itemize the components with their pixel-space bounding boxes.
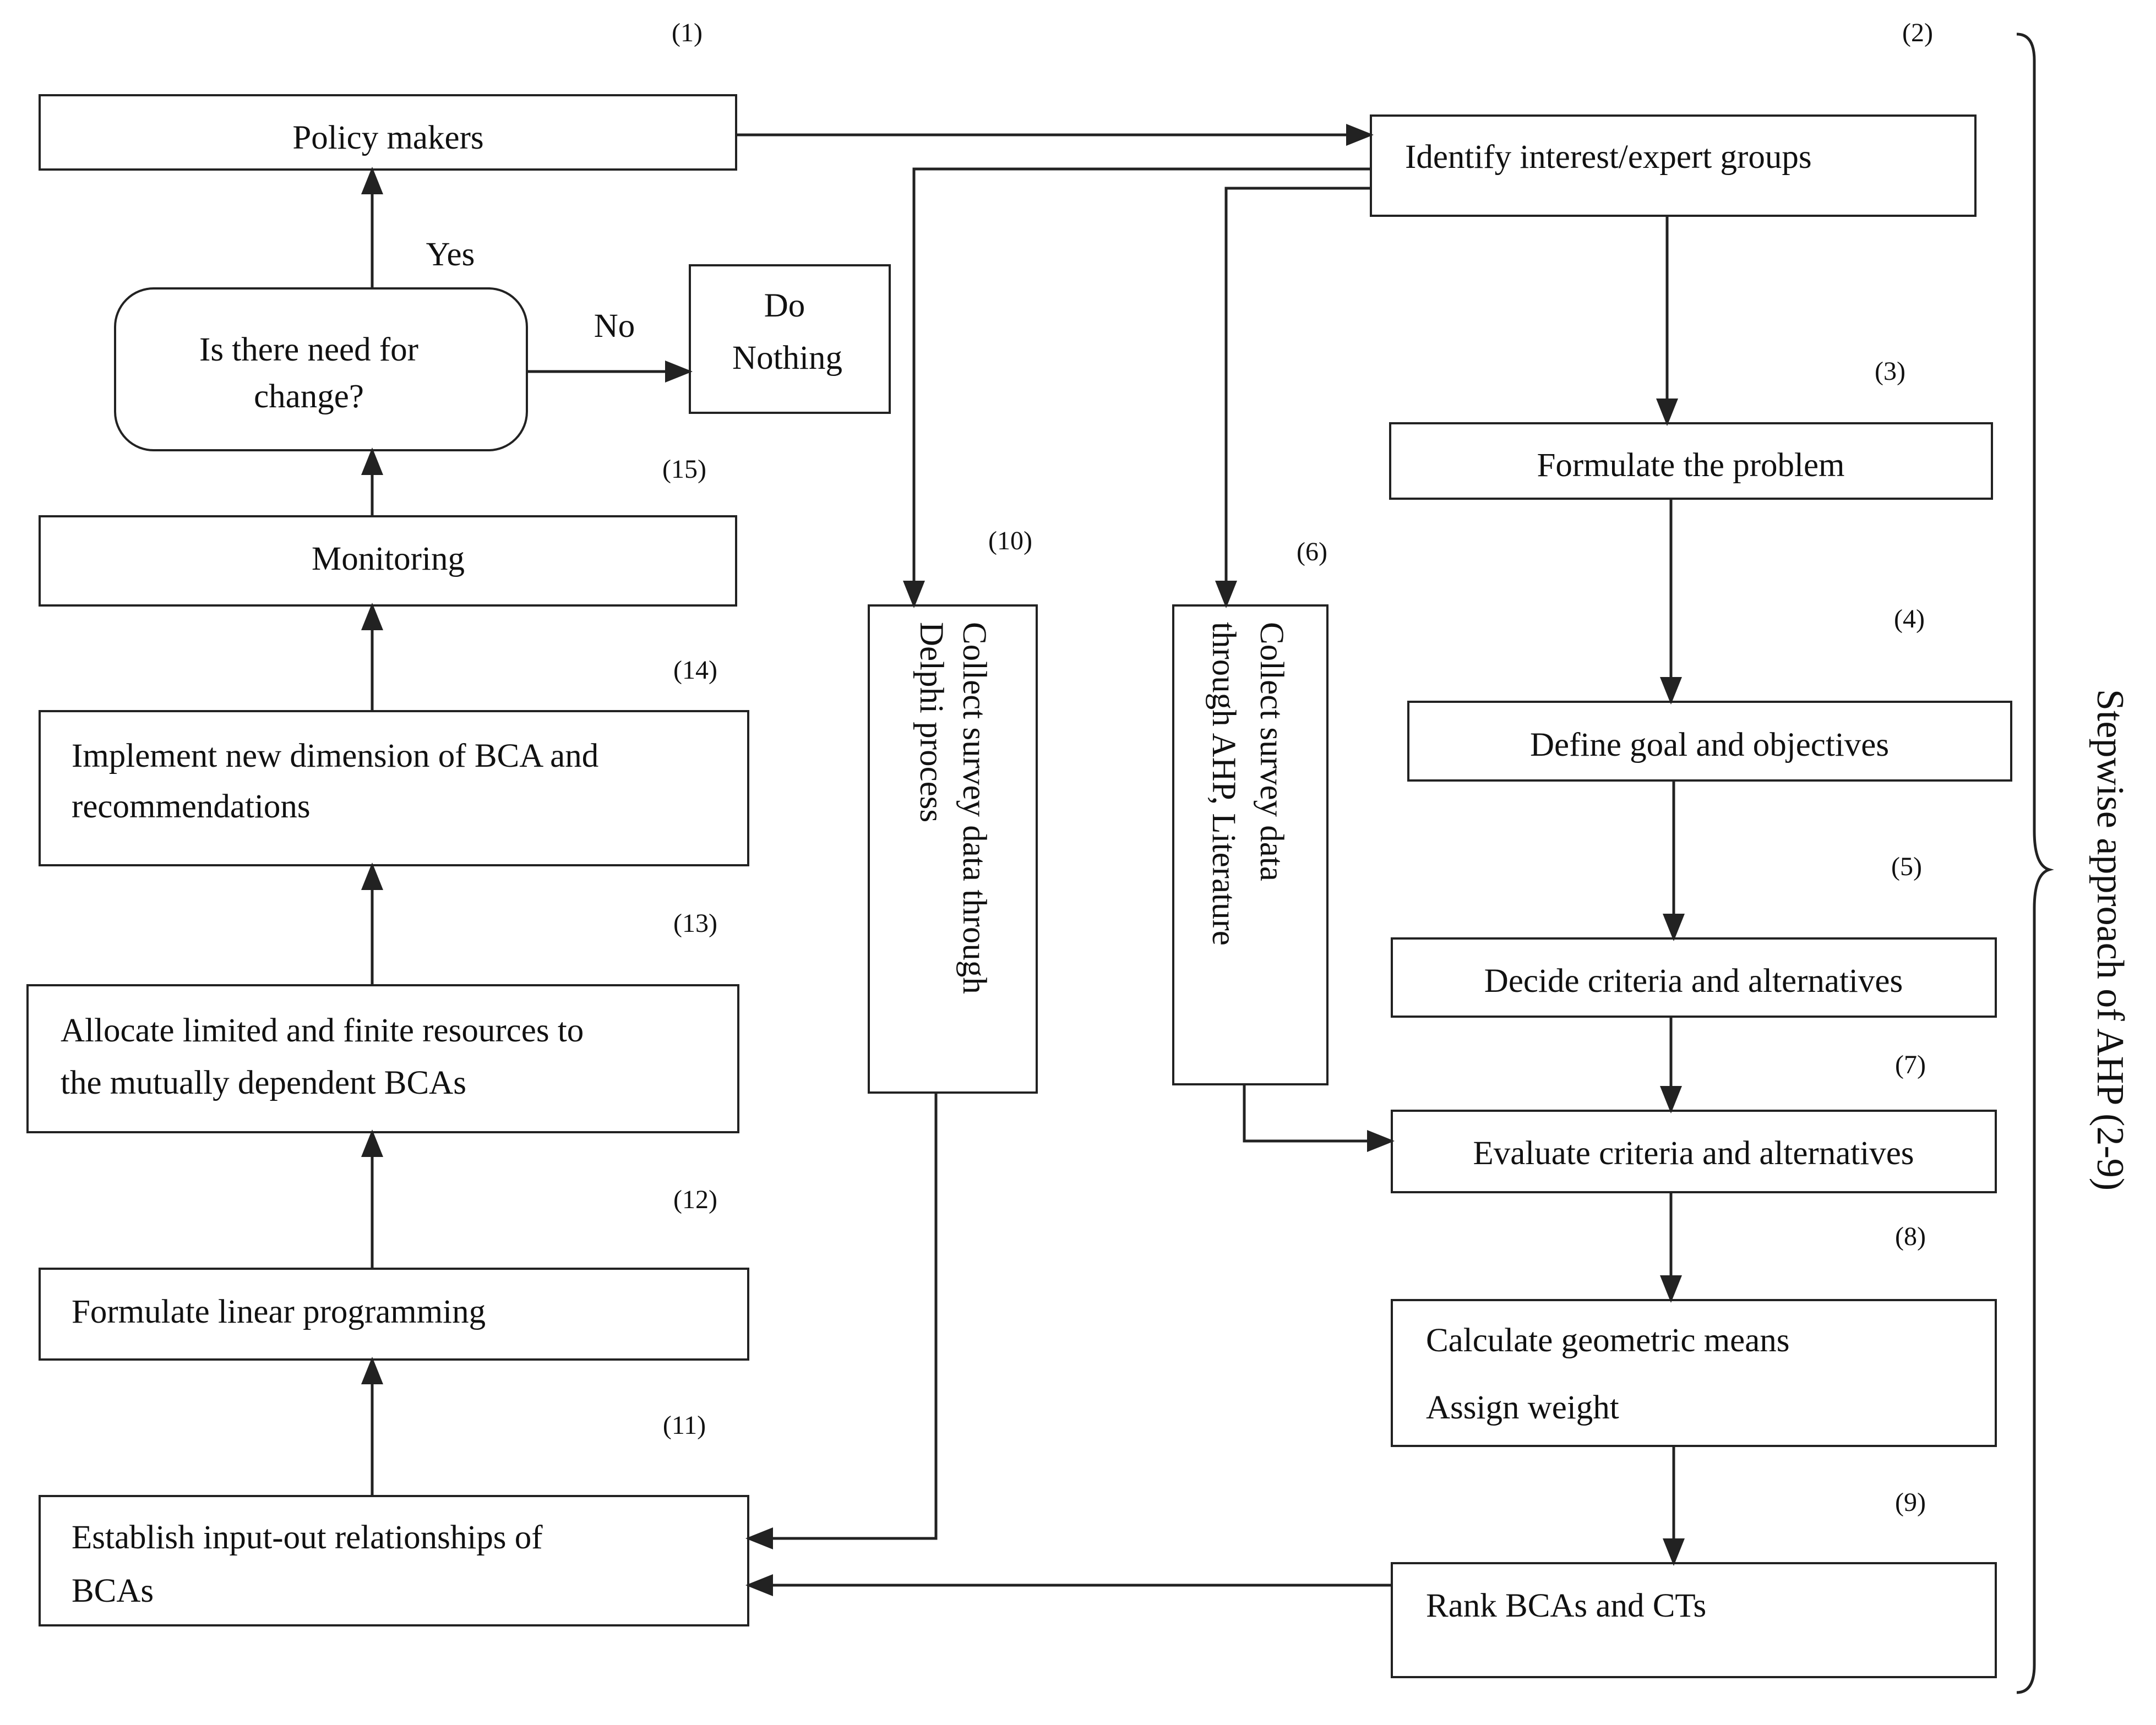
step-9-label: Rank BCAs and CTs (1426, 1587, 1706, 1624)
do-nothing-box: Do Nothing (689, 264, 891, 414)
step-11-box: Establish input-out relationships of BCA… (39, 1495, 749, 1626)
step-number-5: (5) (1891, 852, 1922, 881)
no-label: No (594, 308, 635, 345)
ahp-steps-brace (2016, 32, 2054, 1694)
decision-question-line-1: Is there need for (199, 331, 418, 368)
arrow-2-to-6 (1215, 187, 1371, 608)
step-6-line-2: through AHP, Literature (1205, 622, 1242, 946)
step-number-7: (7) (1895, 1050, 1926, 1079)
step-8-line-2: Assign weight (1426, 1389, 1619, 1426)
step-10-box: Collect survey data through Delphi proce… (868, 604, 1038, 1094)
step-14-box: Implement new dimension of BCA and recom… (39, 710, 749, 866)
step-number-4: (4) (1894, 604, 1925, 634)
step-8-box: Calculate geometric means Assign weight (1391, 1299, 1997, 1447)
step-3-label: Formulate the problem (1537, 447, 1844, 484)
step-15-box: Monitoring (39, 515, 737, 607)
step-number-9: (9) (1895, 1488, 1926, 1517)
step-6-line-1: Collect survey data (1253, 622, 1290, 881)
step-number-12: (12) (673, 1185, 717, 1214)
step-10-line-2: Delphi process (913, 622, 950, 822)
step-4-box: Define goal and objectives (1407, 701, 2012, 782)
step-10-line-1: Collect survey data through (956, 622, 993, 994)
step-7-box: Evaluate criteria and alternatives (1391, 1110, 1997, 1193)
step-1-box: Policy makers (39, 94, 737, 171)
step-number-6: (6) (1297, 537, 1327, 566)
step-13-line-2: the mutually dependent BCAs (61, 1065, 466, 1101)
step-14-line-2: recommendations (72, 788, 311, 825)
arrow-10-to-11 (745, 1093, 938, 1549)
step-number-15: (15) (662, 455, 706, 484)
step-4-label: Define goal and objectives (1530, 727, 1889, 763)
step-15-label: Monitoring (312, 541, 465, 577)
decision-node: Is there need for change? (114, 287, 528, 451)
step-9-box: Rank BCAs and CTs (1391, 1562, 1997, 1678)
arrow-2-to-10 (903, 167, 1371, 608)
do-nothing-line-1: Do (764, 287, 805, 324)
step-14-line-1: Implement new dimension of BCA and (72, 738, 598, 774)
step-number-3: (3) (1875, 357, 1905, 386)
step-11-line-1: Establish input-out relationships of (72, 1519, 543, 1556)
step-8-line-1: Calculate geometric means (1426, 1322, 1790, 1359)
step-number-1: (1) (672, 18, 703, 47)
step-13-box: Allocate limited and finite resources to… (26, 984, 739, 1133)
step-6-box: Collect survey data through AHP, Literat… (1172, 604, 1329, 1085)
step-7-label: Evaluate criteria and alternatives (1473, 1135, 1914, 1172)
step-number-10: (10) (988, 526, 1032, 555)
decision-question-line-2: change? (254, 378, 364, 415)
step-number-13: (13) (673, 909, 717, 938)
step-number-11: (11) (663, 1411, 706, 1440)
step-12-label: Formulate linear programming (72, 1293, 486, 1330)
step-5-box: Decide criteria and alternatives (1391, 937, 1997, 1018)
step-2-box: Identify interest/expert groups (1370, 114, 1977, 217)
step-13-line-1: Allocate limited and finite resources to (61, 1012, 584, 1049)
step-number-8: (8) (1895, 1222, 1926, 1251)
step-number-2: (2) (1902, 18, 1933, 47)
step-12-box: Formulate linear programming (39, 1268, 749, 1361)
brace-label: Stepwise approach of AHP (2-9) (2089, 689, 2131, 1191)
step-3-box: Formulate the problem (1389, 422, 1993, 500)
step-11-line-2: BCAs (72, 1573, 154, 1609)
step-1-label: Policy makers (292, 119, 483, 156)
do-nothing-line-2: Nothing (732, 340, 842, 376)
step-5-label: Decide criteria and alternatives (1484, 963, 1903, 1000)
step-2-label: Identify interest/expert groups (1405, 139, 1812, 176)
arrow-6-to-7 (1243, 1084, 1395, 1152)
step-number-14: (14) (673, 656, 717, 685)
yes-label: Yes (426, 236, 475, 273)
